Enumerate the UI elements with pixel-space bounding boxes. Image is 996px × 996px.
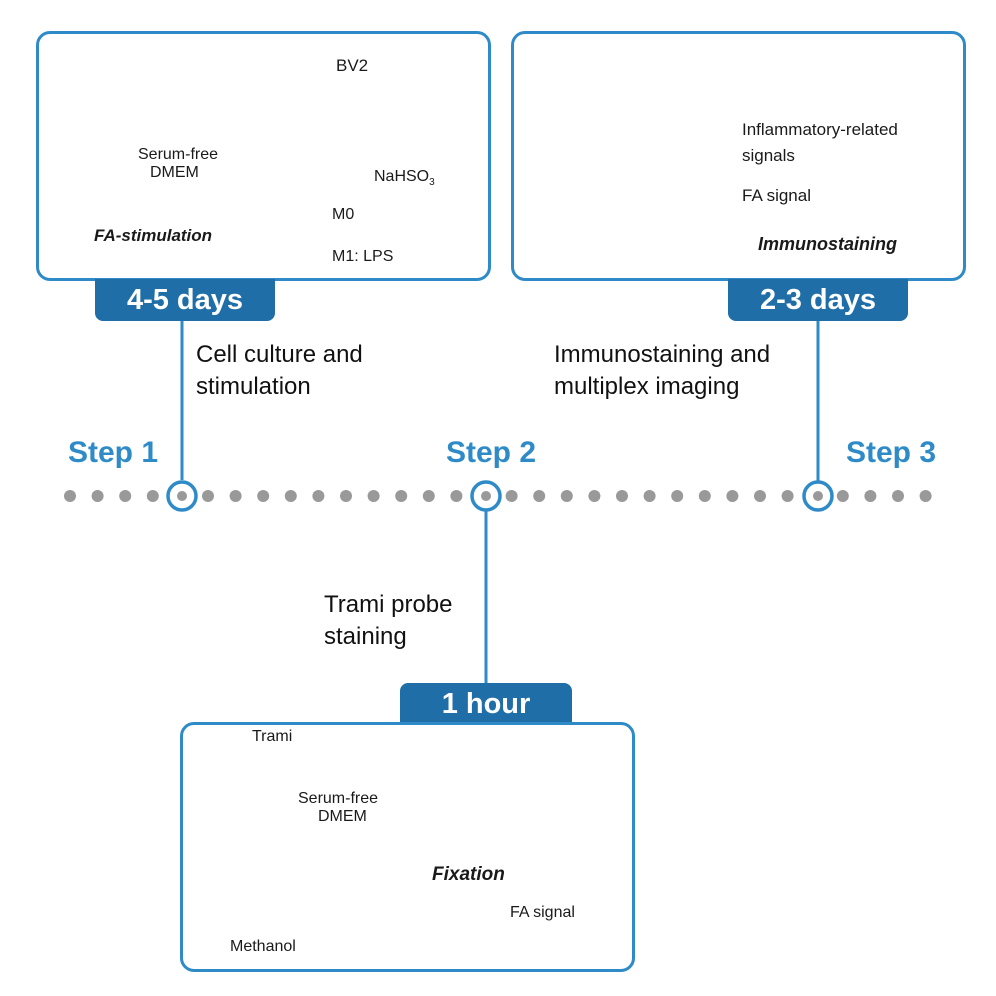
fa-stimulation-label: FA-stimulation	[94, 226, 213, 245]
timeline-dot	[367, 490, 380, 502]
timeline-dot	[450, 490, 463, 502]
timeline-dot	[422, 490, 435, 502]
step3-duration-badge: 2-3 days	[728, 279, 908, 321]
timeline-dot	[726, 490, 739, 502]
fa-signal-label: FA signal	[742, 186, 811, 205]
step1-label: Step 1	[68, 436, 159, 469]
step1-panel	[36, 31, 491, 281]
right-reagent-sub: 3	[429, 177, 435, 189]
timeline-dot	[754, 490, 766, 502]
inflammatory-signal-line1: Inflammatory-related	[742, 120, 898, 139]
trami-label: Trami	[252, 728, 293, 745]
timeline-dot	[340, 490, 352, 502]
timeline-dot	[284, 490, 297, 502]
step1-caption-line1: Cell culture and	[196, 341, 363, 368]
left-reagent-line2: DMEM	[150, 164, 199, 181]
legend-fa-signal-label: FA signal	[510, 904, 575, 921]
step2-caption-line1: Trami probe	[324, 591, 453, 618]
step2-panel	[180, 722, 635, 972]
timeline-dot	[146, 490, 159, 502]
timeline-dots	[64, 490, 932, 502]
fixation-label: Fixation	[432, 864, 505, 885]
inflammatory-signal-line2: signals	[742, 146, 795, 165]
step2-label: Step 2	[446, 436, 537, 469]
step3-panel	[511, 31, 966, 281]
step3-caption-line1: Immunostaining and	[554, 341, 771, 368]
step1-caption-line2: stimulation	[196, 373, 311, 400]
timeline-dot	[919, 490, 932, 502]
step2-caption-line2: staining	[324, 623, 407, 650]
group-m1-label: M1: LPS	[332, 248, 394, 265]
timeline-dot	[892, 490, 904, 502]
timeline-dot	[864, 490, 877, 502]
timeline-dot	[643, 490, 656, 502]
timeline-dot	[671, 490, 684, 502]
step3-label: Step 3	[846, 436, 937, 469]
right-reagent-base: NaHSO	[374, 168, 430, 185]
timeline-dot	[202, 490, 214, 502]
timeline-dot	[616, 490, 628, 502]
step1-marker-dot	[177, 491, 187, 501]
timeline-dot	[505, 490, 518, 502]
timeline-dot	[64, 490, 76, 502]
timeline-dot	[533, 490, 546, 502]
timeline-dot	[229, 490, 242, 502]
step3-caption-line2: multiplex imaging	[554, 373, 740, 400]
timeline-dot	[836, 490, 849, 502]
group-m0-label: M0	[332, 206, 355, 223]
reagent-line2: DMEM	[318, 808, 367, 825]
step2-marker-dot	[481, 491, 491, 501]
timeline-dot	[312, 490, 325, 502]
timeline-dot	[91, 490, 104, 502]
timeline-dot	[119, 490, 132, 502]
timeline-dot	[395, 490, 408, 502]
step2-duration-badge: 1 hour	[400, 683, 572, 725]
timeline-dot	[257, 490, 270, 502]
left-reagent-line1: Serum-free	[138, 146, 219, 163]
immunostaining-label: Immunostaining	[758, 234, 897, 254]
timeline-dot	[698, 490, 711, 502]
reagent-line1: Serum-free	[298, 790, 379, 807]
step1-duration-badge: 4-5 days	[95, 279, 275, 321]
timeline-dot	[781, 490, 794, 502]
right-reagent-label: NaHSO3	[374, 168, 435, 188]
cell-line-label: BV2	[336, 56, 369, 75]
methanol-label: Methanol	[230, 938, 296, 955]
timeline-dot	[588, 490, 601, 502]
step3-marker-dot	[813, 491, 823, 501]
timeline-dot	[560, 490, 573, 502]
